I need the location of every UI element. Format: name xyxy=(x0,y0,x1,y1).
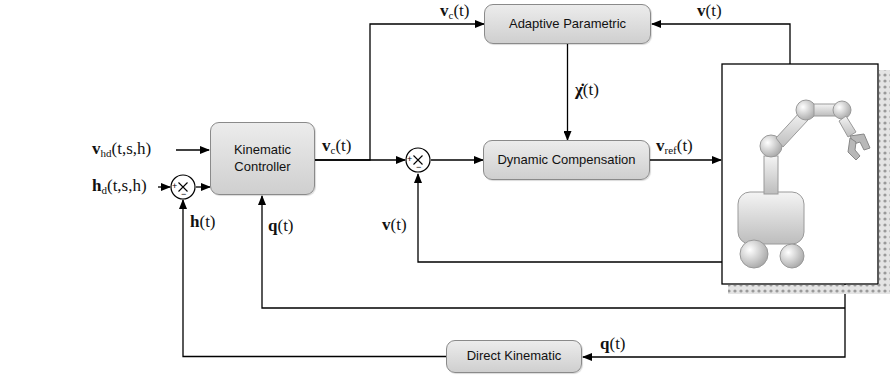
robot-illustration xyxy=(722,64,890,294)
feedback-wire xyxy=(652,24,790,64)
sign-label: − xyxy=(416,163,421,172)
box-label: Adaptive Parametric xyxy=(509,16,626,32)
signal-label: v(t) xyxy=(382,215,407,235)
input-wire xyxy=(158,186,170,187)
gripper xyxy=(848,138,860,160)
input-wire xyxy=(176,149,209,150)
signal-arrow xyxy=(315,24,484,160)
shadow-band xyxy=(879,70,890,294)
feedback-wire xyxy=(418,174,722,262)
signal-arrow xyxy=(183,200,446,357)
signal-label: q(t) xyxy=(268,216,294,236)
control-wire xyxy=(650,159,721,160)
arm-link xyxy=(839,116,856,137)
signal-label: vc(t) xyxy=(440,1,469,21)
signal-label: χ̇(t) xyxy=(575,80,599,100)
feedback-wire xyxy=(583,284,845,357)
wheel xyxy=(740,240,768,268)
arm-joint xyxy=(833,101,851,119)
sign-label: + xyxy=(172,182,177,191)
box-label: Direct Kinematic xyxy=(467,348,562,364)
box-label: Dynamic Compensation xyxy=(497,152,635,168)
signal-label: vc(t) xyxy=(322,136,351,156)
sign-label: + xyxy=(407,155,412,164)
arm-column xyxy=(764,156,778,194)
sign-label: − xyxy=(181,190,186,199)
process-box: Adaptive Parametric xyxy=(484,4,651,44)
signal-label: h(t) xyxy=(190,212,216,232)
signal-arrow xyxy=(567,44,568,140)
box-label: Kinematic Controller xyxy=(217,142,308,175)
process-box: Kinematic Controller xyxy=(210,122,315,195)
signal-label: vref(t) xyxy=(656,136,693,156)
signal-label: v(t) xyxy=(697,1,722,21)
mobile-base xyxy=(738,192,804,244)
wheel xyxy=(780,244,804,268)
process-box: Direct Kinematic xyxy=(446,340,582,373)
shadow-band xyxy=(728,285,890,294)
signal-label: q(t) xyxy=(600,334,626,354)
robot-frame xyxy=(722,64,878,284)
process-box: Dynamic Compensation xyxy=(483,140,650,180)
signal-label: vhd(t,s,h) xyxy=(92,139,151,159)
summing-junction: +− xyxy=(405,147,431,173)
arm-joint xyxy=(796,100,816,120)
summing-junction: +− xyxy=(170,174,196,200)
signal-arrow xyxy=(196,186,210,187)
signal-arrow xyxy=(431,159,483,160)
signal-label: hd(t,s,h) xyxy=(92,176,147,196)
